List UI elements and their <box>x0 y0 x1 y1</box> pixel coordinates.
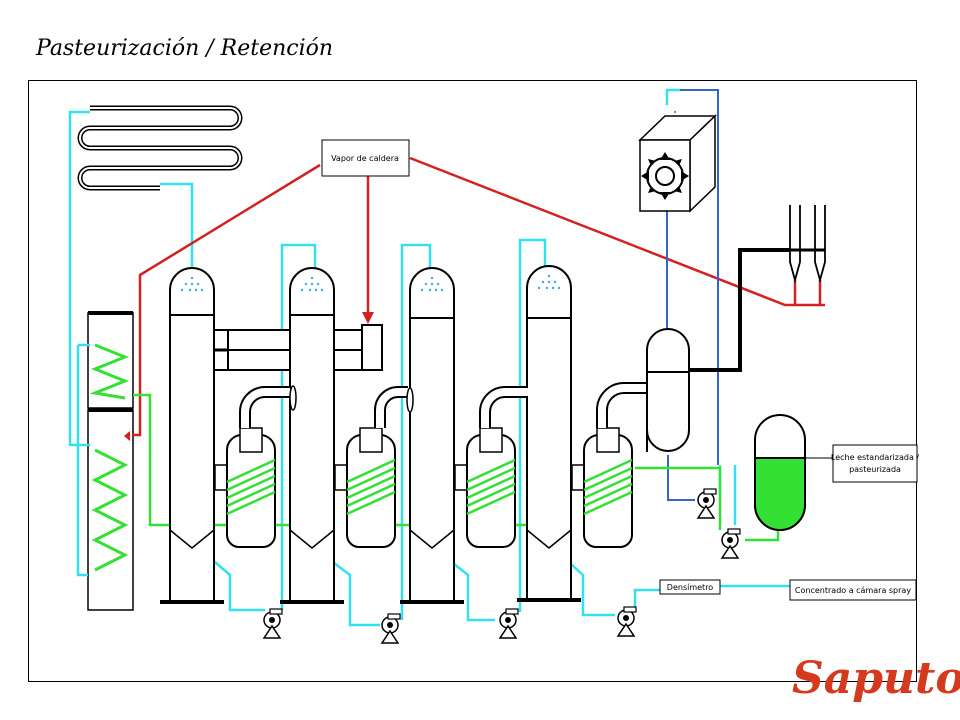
pump-6 <box>721 528 741 559</box>
steam-label-box: Vapor de caldera <box>321 139 410 177</box>
cooling-tower <box>638 114 717 213</box>
evaporator-column-1 <box>160 267 224 604</box>
pump-5 <box>697 488 717 519</box>
separator-2 <box>334 386 414 548</box>
concentrate-box: Concentrado a cámara spray <box>789 579 917 601</box>
milk-label-line2: pasteurizada <box>849 465 901 474</box>
vacuum-lines <box>666 89 719 501</box>
densimeter-box: Densímetro <box>659 579 721 595</box>
page-title: Pasteurización / Retención <box>36 36 334 61</box>
concentrate-label: Concentrado a cámara spray <box>795 586 911 595</box>
product-tank <box>754 414 833 531</box>
pump-2 <box>381 613 401 644</box>
steam-lines <box>132 156 825 437</box>
saputo-logo: Saputo <box>792 653 960 704</box>
milk-label-line1: Leche estandarizada / <box>831 453 919 462</box>
evaporator-column-2 <box>280 267 344 604</box>
steam-header <box>187 324 383 371</box>
preheater-column <box>87 311 134 611</box>
densimeter-label: Densímetro <box>667 583 714 592</box>
fan-icon <box>641 152 689 200</box>
evaporator-column-3 <box>400 267 464 604</box>
diagram-frame <box>28 80 917 682</box>
steam-label: Vapor de caldera <box>331 154 399 163</box>
tube-heat-exchanger <box>77 105 243 191</box>
condenser-vessel <box>646 248 790 452</box>
evaporator-column-4 <box>517 265 581 602</box>
pump-4 <box>617 606 637 637</box>
pump-1 <box>263 608 283 639</box>
separator-4 <box>571 382 648 548</box>
steam-ejectors <box>789 205 826 284</box>
separator-3 <box>454 386 528 548</box>
milk-label-box: Leche estandarizada / pasteurizada <box>831 444 919 483</box>
pump-3 <box>499 608 519 639</box>
separator-1 <box>214 385 297 548</box>
